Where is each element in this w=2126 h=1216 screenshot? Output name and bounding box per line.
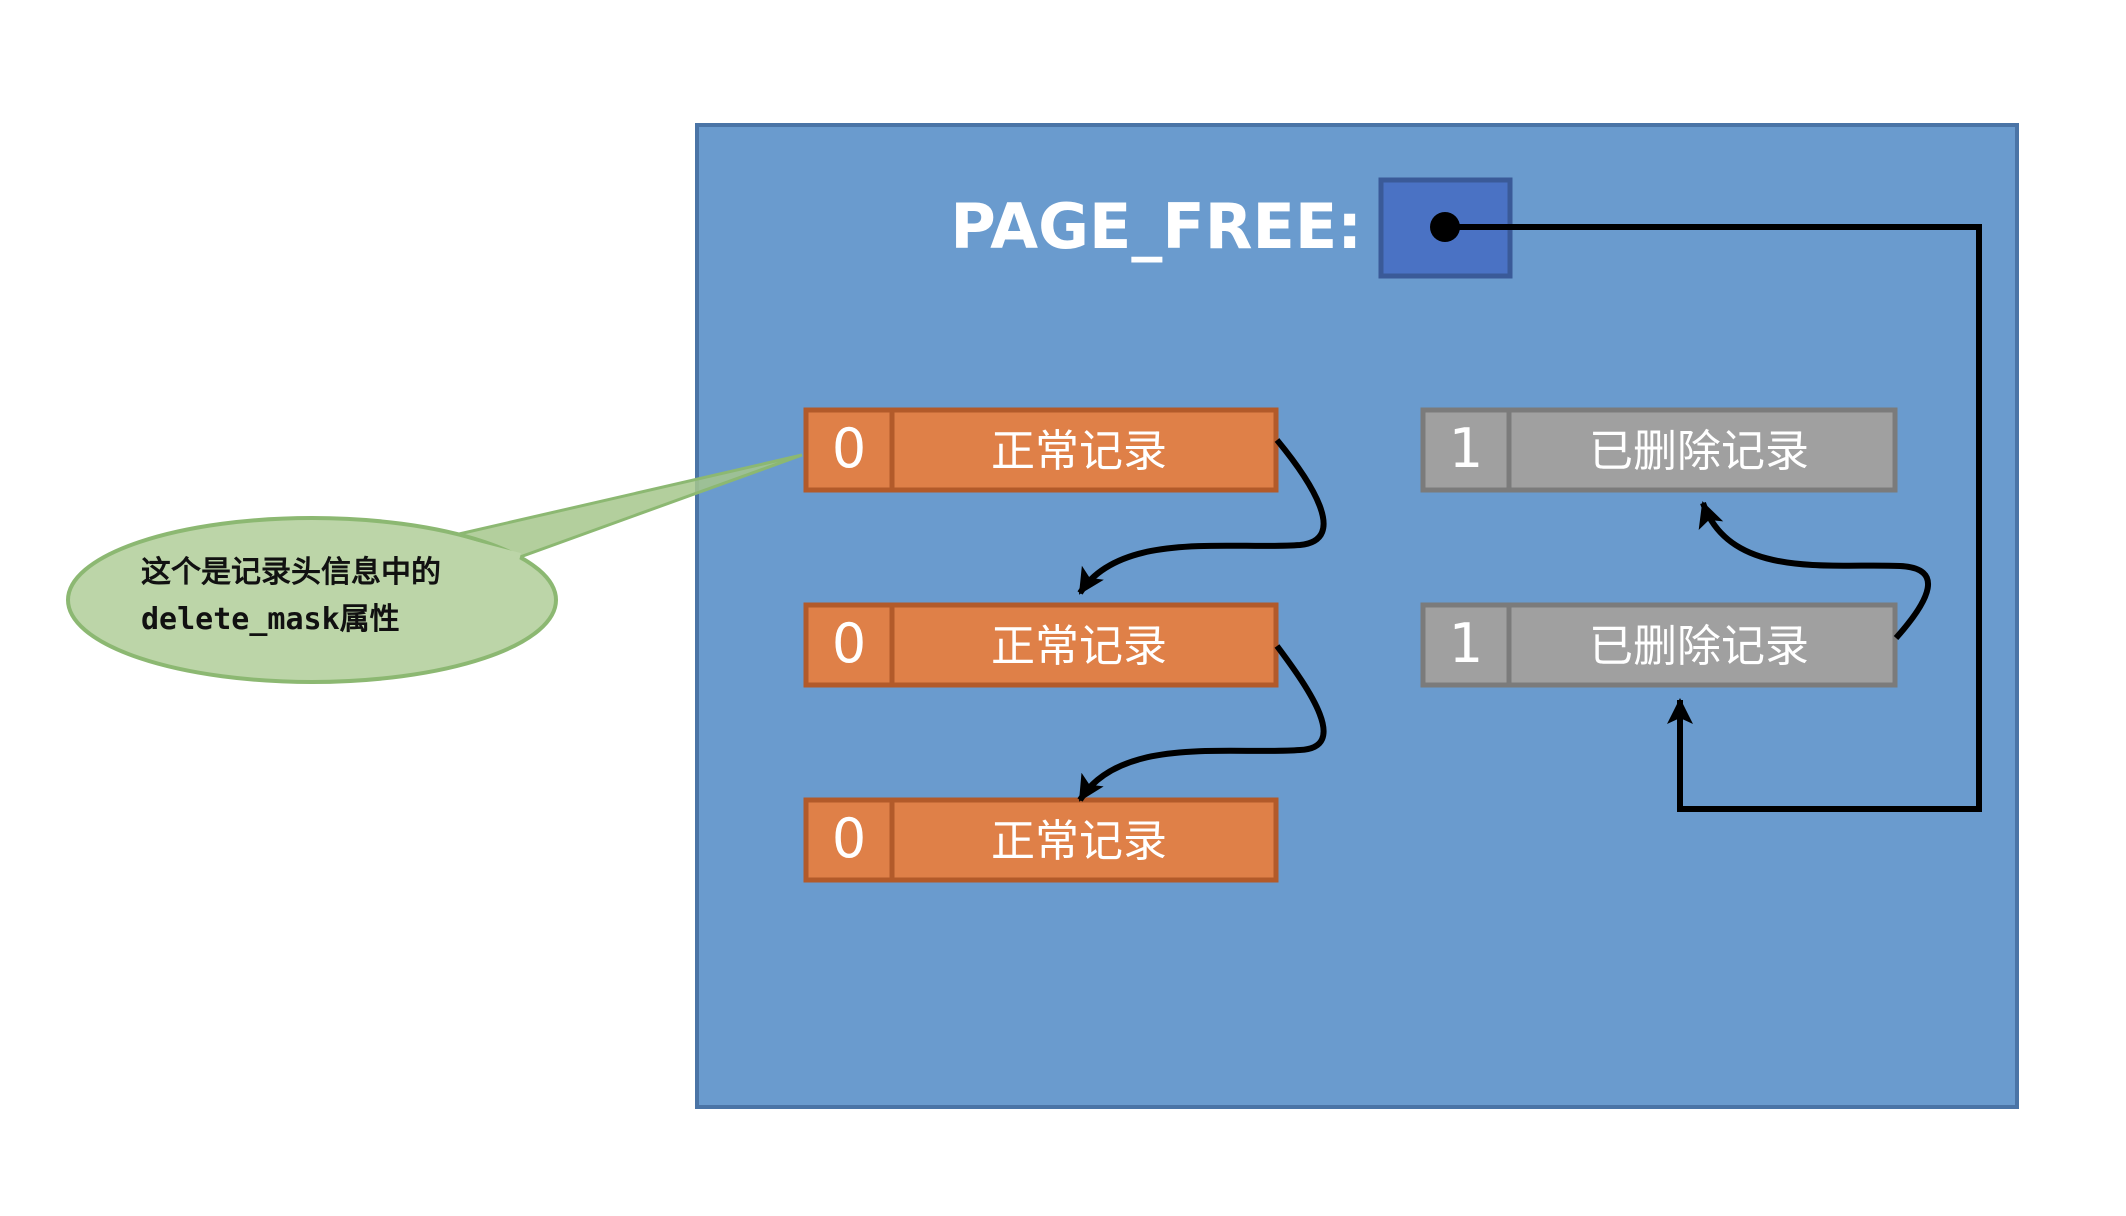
- page-free-label: PAGE_FREE:: [950, 190, 1362, 263]
- callout-text-line2: delete_mask属性: [141, 602, 400, 637]
- record-label: 已删除记录: [1589, 426, 1809, 477]
- delete-mask-flag: 0: [832, 807, 866, 870]
- record-label: 正常记录: [991, 426, 1167, 477]
- next-record-arrow: [1077, 438, 1327, 595]
- delete-mask-flag: 0: [832, 612, 866, 675]
- page-free-arrow: [1445, 224, 1982, 812]
- next-record-arrow: [1077, 644, 1327, 802]
- record-label: 正常记录: [991, 621, 1167, 672]
- normal-record: 0 正常记录: [803, 797, 1279, 883]
- delete-mask-flag: 1: [1449, 417, 1483, 480]
- delete-mask-flag: 1: [1449, 612, 1483, 675]
- record-label: 正常记录: [991, 816, 1167, 867]
- callout-bubble: 这个是记录头信息中的 delete_mask属性: [66, 453, 803, 684]
- normal-record: 0 正常记录: [803, 407, 1279, 493]
- deleted-record: 1 已删除记录: [1420, 407, 1898, 493]
- next-deleted-arrow: [1698, 501, 1931, 640]
- normal-record: 0 正常记录: [803, 602, 1279, 688]
- delete-mask-flag: 0: [832, 417, 866, 480]
- deleted-record: 1 已删除记录: [1420, 602, 1898, 688]
- record-label: 已删除记录: [1589, 621, 1809, 672]
- callout-text-line1: 这个是记录头信息中的: [141, 555, 441, 590]
